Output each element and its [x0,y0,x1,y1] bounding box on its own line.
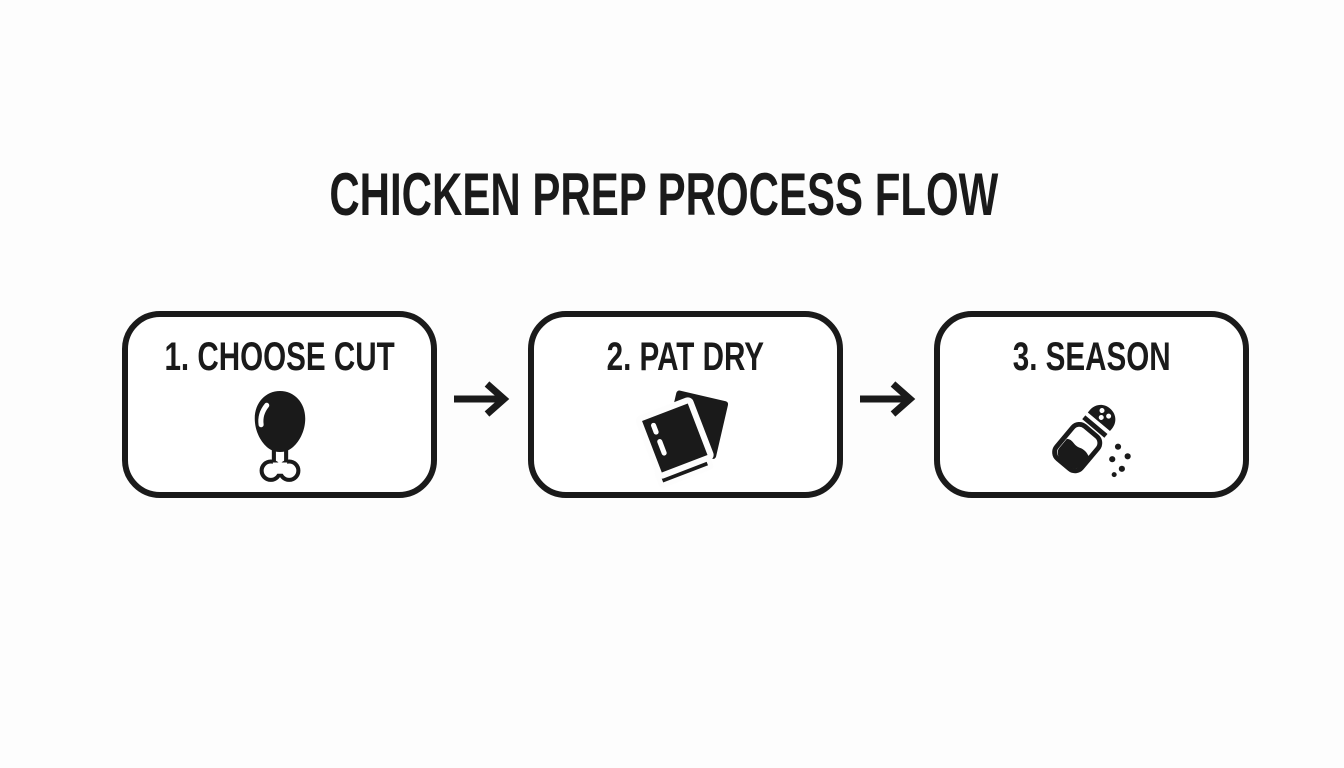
step-label-season: 3. SEASON [1012,335,1171,379]
page-title: CHICKEN PREP PROCESS FLOW [0,164,1328,226]
step-label-pat-dry: 2. PAT DRY [606,335,765,379]
flow-arrow-icon [843,379,934,419]
drumstick-icon [247,383,313,492]
step-box-season: 3. SEASON [934,311,1249,498]
flow-arrow-icon [437,379,528,419]
step-box-pat-dry: 2. PAT DRY [528,311,843,498]
page-title-text: CHICKEN PREP PROCESS FLOW [329,161,999,228]
paper-towel-icon [635,383,737,492]
salt-shaker-icon [1039,383,1145,492]
step-label-choose-cut: 1. CHOOSE CUT [164,335,395,379]
step-box-choose-cut: 1. CHOOSE CUT [122,311,437,498]
process-flow: 1. CHOOSE CUT 2. PAT [122,311,1249,498]
salt-grains [1108,443,1131,477]
